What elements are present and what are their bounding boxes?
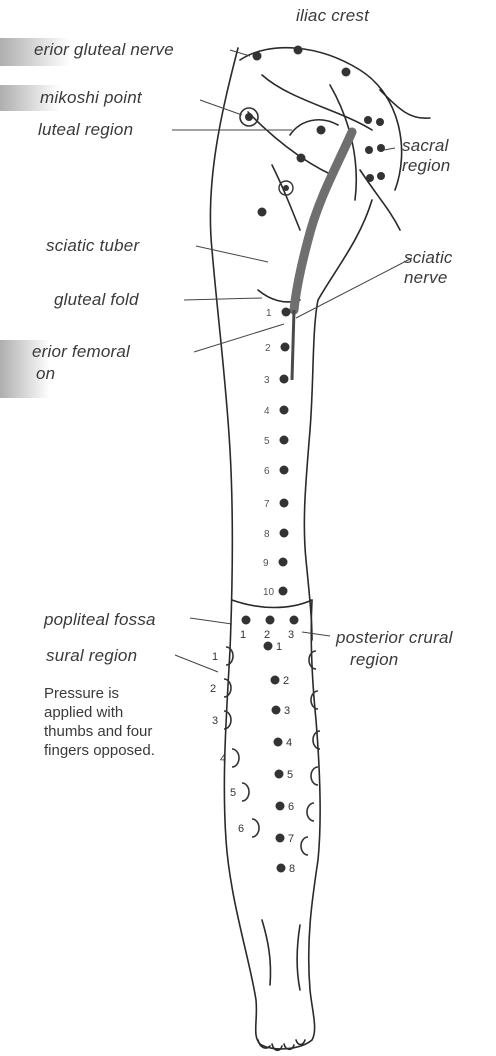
side-point-arc-right [307,803,314,821]
knee-point-number: 1 [240,629,246,641]
side-point-arc [252,819,259,837]
thigh-point [280,375,289,384]
knee-point-number: 3 [288,629,294,641]
calf-point [276,802,285,811]
thigh-point [280,529,289,538]
label-superior-gluteal-nerve: erior gluteal nerve [34,40,174,60]
label-posterior-femoral-2: on [36,364,55,384]
side-point-number: 1 [212,651,218,663]
calf-point [274,738,283,747]
calf-point-number: 7 [288,833,294,845]
label-popliteal-fossa: popliteal fossa [44,610,156,630]
thigh-point [279,587,288,596]
side-point-arc-right [311,767,318,785]
thigh-point-number: 2 [265,343,271,354]
thigh-point-number: 4 [264,406,270,417]
label-gluteal-fold: gluteal fold [54,290,139,310]
calf-point-number: 1 [276,641,282,653]
thigh-point-number: 3 [264,375,270,386]
calf-point-number: 3 [284,705,290,717]
knee-point [266,616,275,625]
calf-point [271,676,280,685]
calf-point-number: 5 [287,769,293,781]
calf-point [272,706,281,715]
note-line-3: thumbs and four [44,722,152,741]
label-iliac-crest: iliac crest [296,6,369,26]
label-gluteal-region: luteal region [38,120,133,140]
side-points: 1 2 3 4 5 6 [210,647,320,855]
thigh-point-number: 7 [264,499,270,510]
thigh-point [279,558,288,567]
side-point-number: 2 [210,683,216,695]
thigh-point-number: 9 [263,558,269,569]
thigh-point [280,436,289,445]
label-posterior-femoral: erior femoral [32,342,130,362]
calf-point [264,642,273,651]
side-point-arc [242,783,249,801]
mikoshi-dot [245,113,253,121]
label-sciatic-nerve: sciatic nerve [404,248,474,288]
calf-point-number: 8 [289,863,295,875]
thigh-point [280,466,289,475]
side-point-arc [232,749,239,767]
thigh-point-number: 5 [264,436,270,447]
thigh-point-number: 1 [266,308,272,319]
knee-point [290,616,299,625]
side-point-number: 3 [212,715,218,727]
label-posterior-crural-2: region [350,650,398,670]
thigh-point-number: 10 [263,587,275,598]
side-point-number: 5 [230,787,236,799]
thigh-point-number: 6 [264,466,270,477]
calf-point-number: 4 [286,737,292,749]
thigh-point [281,343,290,352]
knee-point [242,616,251,625]
side-point-number: 6 [238,823,244,835]
side-point-number: 4 [220,753,226,765]
calf-point [277,864,286,873]
side-point-arc [224,711,231,729]
label-posterior-crural: posterior crural [336,628,453,648]
sciatic-nerve-lower [292,310,294,380]
label-mikoshi-point: mikoshi point [40,88,142,108]
calf-point [276,834,285,843]
thigh-point [280,499,289,508]
thigh-point-number: 8 [264,529,270,540]
label-sural-region: sural region [46,646,137,666]
thigh-point [280,406,289,415]
label-sacral-region: sacral region [402,136,492,176]
label-sciatic-tuber: sciatic tuber [46,236,139,256]
side-point-arc-right [301,837,308,855]
calf-point-number: 2 [283,675,289,687]
thigh-point [282,308,291,317]
gluteal-dot [283,185,289,191]
note-line-2: applied with [44,703,123,722]
gluteal-points [253,46,386,217]
calf-points: 1 2 3 4 5 6 7 8 [264,641,296,875]
note-line-4: fingers opposed. [44,741,155,760]
thigh-points: 1 2 3 4 5 6 7 8 9 10 [263,308,291,599]
note-line-1: Pressure is [44,684,119,703]
calf-point [275,770,284,779]
knee-point-number: 2 [264,629,270,641]
calf-point-number: 6 [288,801,294,813]
knee-points: 1 2 3 [240,616,299,642]
